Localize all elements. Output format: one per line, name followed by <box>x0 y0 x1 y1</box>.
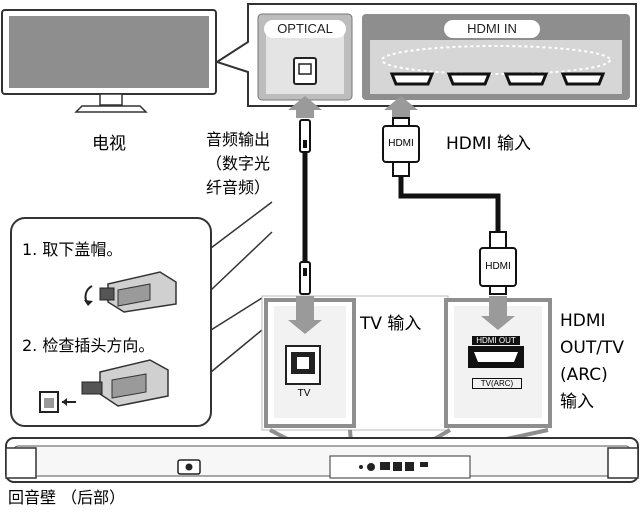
optical-jack-icon <box>293 57 317 85</box>
hdmi-cable <box>382 117 517 295</box>
hdmi-out-jack-icon <box>468 346 524 368</box>
cap-removal-icon <box>84 271 177 313</box>
optical-cable <box>299 119 311 295</box>
instruction-step-1: 1. 取下盖帽。 <box>22 240 123 259</box>
insert-arrow-icons <box>288 96 418 118</box>
hdmi-in-port-tag: HDMI IN <box>444 20 540 38</box>
instruction-step-2: 2. 检查插头方向。 <box>22 336 155 355</box>
hdmi-in-jack-icons <box>389 72 606 86</box>
tv-arc-jack-text: TV(ARC) <box>472 378 522 389</box>
tv-label: 电视 <box>92 134 126 154</box>
tv-input-label: TV 输入 <box>360 314 422 334</box>
hdmi-plug-bottom-tag: HDMI <box>485 261 511 272</box>
tv-optical-jack-icon <box>285 345 321 385</box>
optical-audio-out-label: 音频输出 （数字光 纤音频） <box>206 130 271 197</box>
tv-jack-text: TV <box>297 388 311 399</box>
soundbar-arrow-icons <box>288 296 515 334</box>
optical-port-tag: OPTICAL <box>264 20 346 38</box>
tv-illustration <box>1 9 217 113</box>
hdmi-out-jack-text: HDMI OUT <box>472 336 520 345</box>
hdmi-plug-top-tag: HDMI <box>388 138 414 149</box>
hdmi-out-tv-arc-label: HDMI OUT/TV (ARC) 输入 <box>560 311 624 412</box>
plug-orientation-icon <box>39 359 169 413</box>
soundbar-illustration <box>5 437 639 483</box>
rear-wall-label: 回音壁 （后部） <box>8 488 126 507</box>
rear-port-row-icon <box>359 462 428 471</box>
hdmi-input-label: HDMI 输入 <box>446 134 531 154</box>
